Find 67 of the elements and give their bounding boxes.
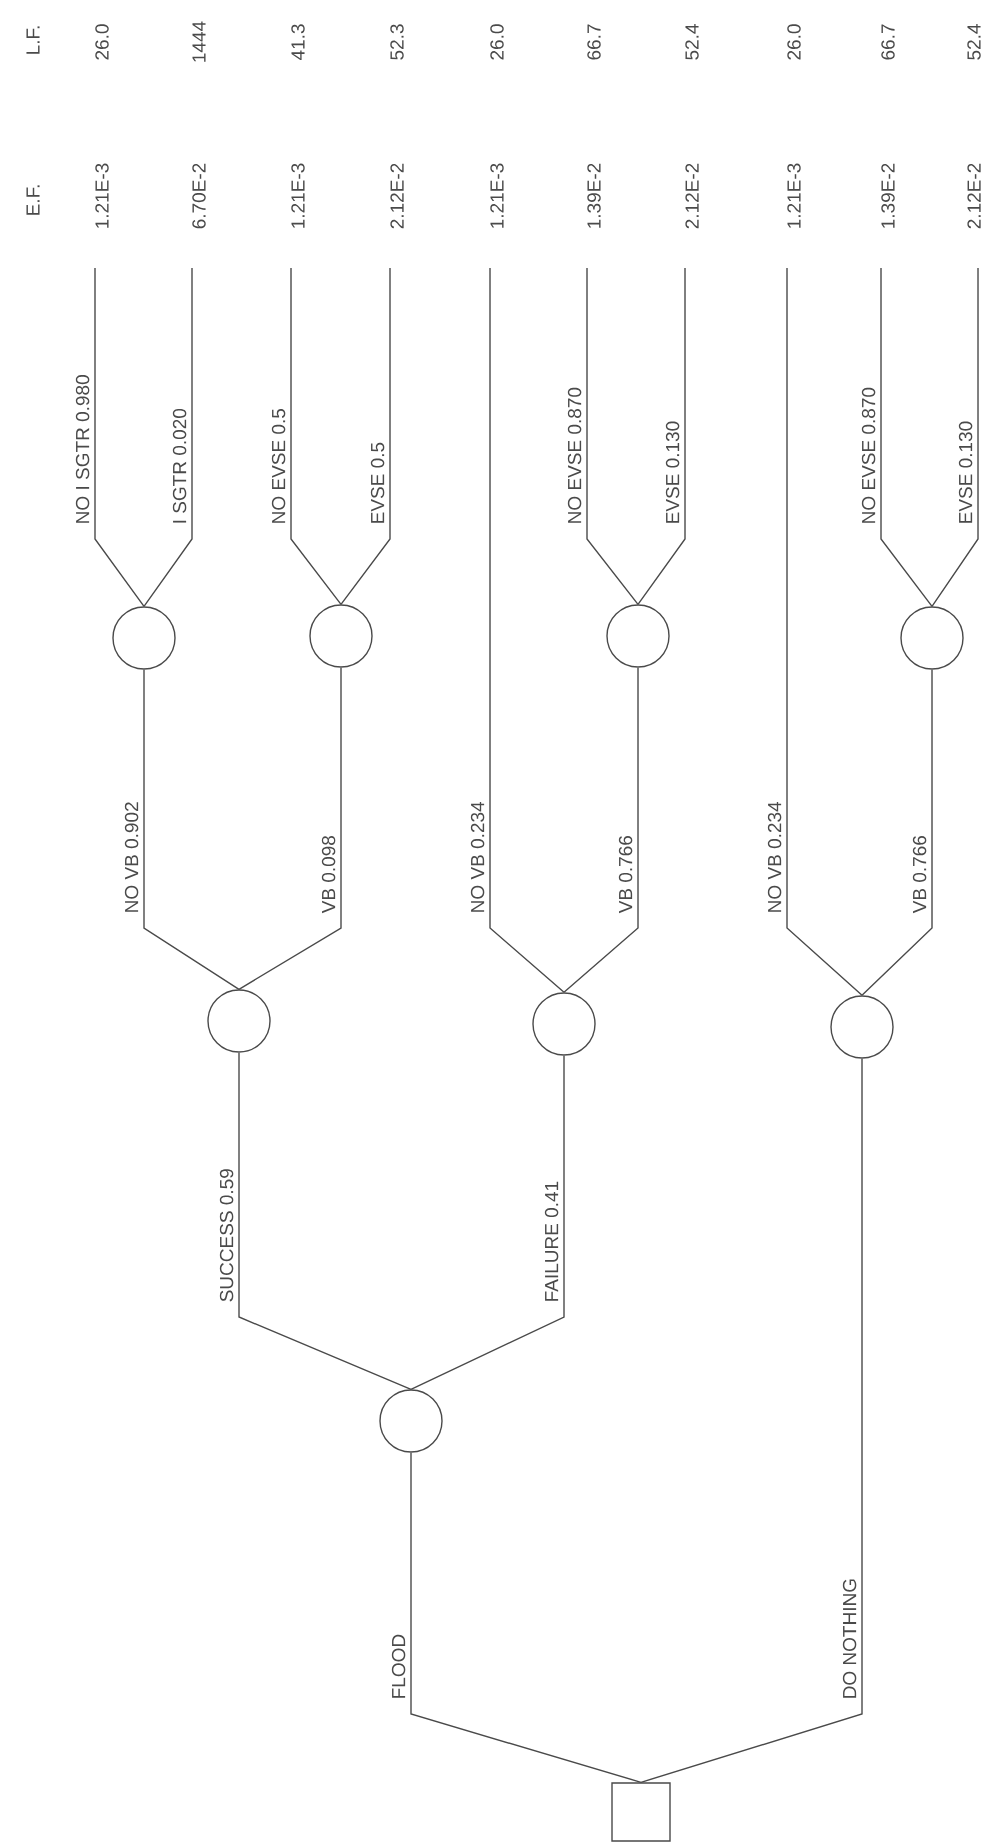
edge-label: SUCCESS 0.59 [219, 1169, 234, 1302]
outcome-value: 52.3 [390, 24, 404, 60]
chance-circle [532, 992, 596, 1056]
edge-label: EVSE 0.5 [370, 442, 385, 523]
edge-label: NO EVSE 0.5 [271, 408, 286, 523]
outcome-value: 1.21E-3 [291, 163, 305, 228]
branch-line [410, 1452, 642, 1783]
outcome-value: 52.4 [685, 24, 699, 60]
branch-line [786, 267, 863, 996]
branch-line [94, 267, 145, 607]
edge-label: FAILURE 0.41 [544, 1181, 559, 1301]
outcome-value: 26.0 [490, 24, 504, 60]
outcome-value: 6.70E-2 [192, 163, 206, 229]
decision-square [611, 1782, 671, 1842]
branch-line [861, 669, 933, 996]
branch-line [489, 267, 565, 993]
branch-line [143, 669, 240, 990]
branch-line [586, 267, 639, 605]
edge-label: EVSE 0.130 [958, 421, 973, 523]
branch-line [931, 267, 979, 607]
outcome-value: 26.0 [95, 24, 109, 60]
edge-label: VB 0.098 [321, 836, 336, 914]
outcome-value: 1.21E-3 [95, 163, 109, 228]
edge-label: NO VB 0.234 [767, 801, 782, 912]
branch-line [340, 267, 391, 605]
outcome-value: 2.12E-2 [685, 163, 699, 229]
outcome-value: 1.21E-3 [490, 163, 504, 228]
chance-circle [309, 604, 373, 668]
edge-label: NO VB 0.234 [470, 801, 485, 912]
outcome-value: 66.7 [881, 24, 895, 60]
edge-label: VB 0.766 [618, 836, 633, 914]
edge-label: NO EVSE 0.870 [861, 387, 876, 523]
outcome-value: 41.3 [291, 24, 305, 61]
branch-line [410, 1055, 565, 1390]
edge-label: NO EVSE 0.870 [567, 387, 582, 523]
branch-line [143, 267, 193, 607]
outcome-value: 1.39E-2 [587, 163, 601, 228]
chance-circle [606, 604, 670, 668]
branch-line [238, 1052, 412, 1390]
edge-label: NO VB 0.902 [124, 802, 139, 912]
branch-line [238, 667, 342, 990]
outcome-value: 1.39E-2 [881, 163, 895, 228]
chance-circle [830, 995, 894, 1059]
outcome-value: 1.21E-3 [787, 163, 801, 228]
edge-label: NO I SGTR 0.980 [75, 375, 90, 523]
column-header: L.F. [26, 26, 40, 54]
branch-line [563, 667, 639, 993]
chance-circle [379, 1389, 443, 1453]
branch-line [880, 267, 933, 607]
outcome-value: 1444 [192, 21, 206, 62]
outcome-value: 66.7 [587, 24, 601, 60]
branch-line [290, 267, 342, 605]
chance-circle [207, 989, 271, 1053]
outcome-value: 26.0 [787, 24, 801, 60]
outcome-value: 52.4 [967, 24, 981, 60]
column-header: E.F. [26, 185, 40, 215]
edge-label: VB 0.766 [912, 836, 927, 914]
edge-label: DO NOTHING [842, 1579, 857, 1698]
edge-label: I SGTR 0.020 [172, 408, 187, 523]
branch-line [637, 267, 686, 605]
chance-circle [900, 606, 964, 670]
branch-line [640, 1058, 863, 1783]
outcome-value: 2.12E-2 [967, 163, 981, 229]
chance-circle [112, 606, 176, 670]
outcome-value: 2.12E-2 [390, 163, 404, 229]
edge-label: EVSE 0.130 [665, 421, 680, 523]
edge-label: FLOOD [391, 1634, 406, 1698]
